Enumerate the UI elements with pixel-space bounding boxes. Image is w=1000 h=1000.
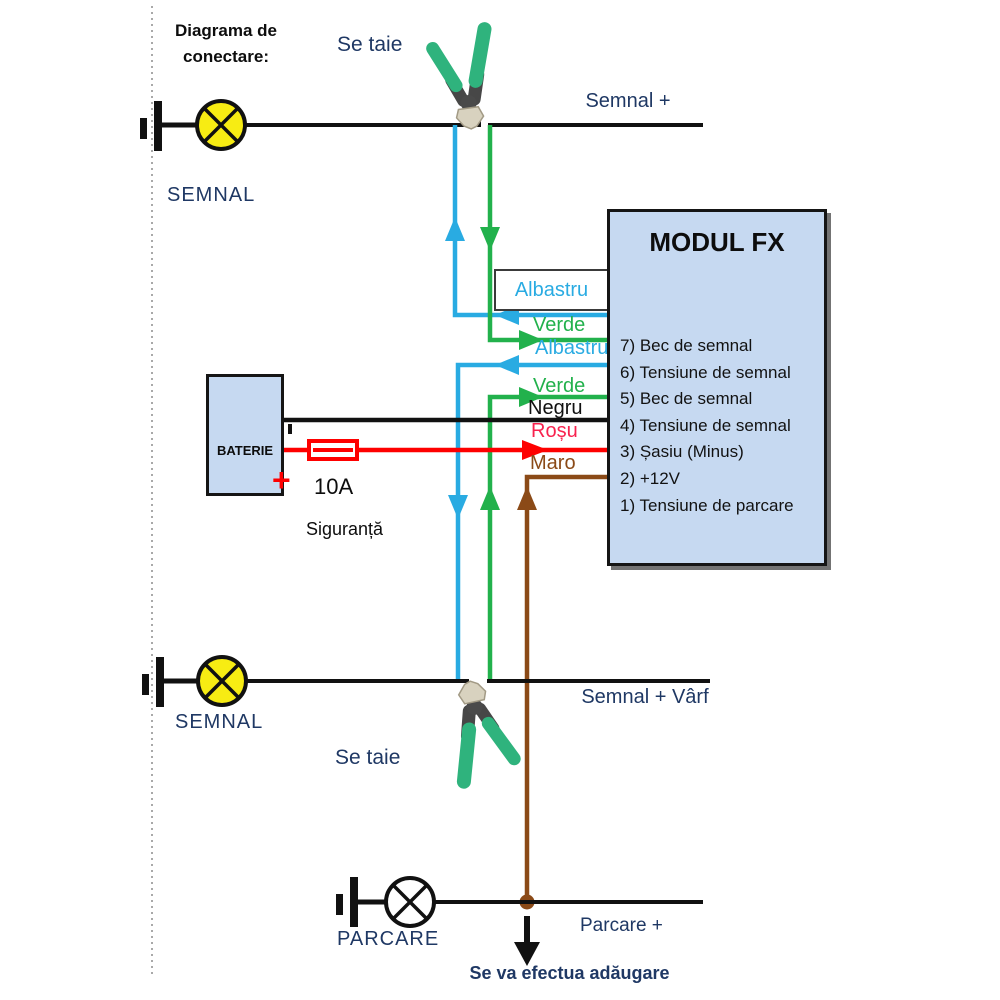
pin-5: 5) Bec de semnal	[620, 389, 753, 409]
signal-lamp-top-label: SEMNAL	[167, 184, 256, 206]
pin-4: 4) Tensiune de semnal	[620, 415, 791, 435]
brown-arrow-up-icon	[517, 486, 537, 510]
battery-label: BATERIE	[216, 443, 274, 458]
blue-arrow-up-icon	[445, 217, 465, 241]
ground-icon-parcare	[336, 877, 358, 927]
signal-lamp-bottom-icon	[196, 655, 248, 707]
fuse-icon	[307, 439, 359, 461]
fuse-rating-label: 10A	[314, 474, 354, 499]
add-here-arrow-icon	[514, 916, 540, 966]
battery-minus-mark	[288, 424, 292, 434]
pin-1: 1) Tensiune de parcare	[620, 495, 794, 515]
battery-plus-sign: +	[272, 462, 291, 498]
blue-arrow-left-icon-pin5	[495, 355, 519, 375]
blue-wire-pin7	[452, 125, 607, 318]
signal-lamp-top-icon	[195, 99, 247, 151]
brown-wire-pin1	[524, 474, 607, 900]
diagram-title: Diagrama de conectare:	[156, 18, 296, 69]
ground-icon-bottom	[142, 657, 164, 707]
battery-box: BATERIE	[206, 374, 284, 496]
modul-fx-box: MODUL FX 7) Bec de semnal 6) Tensiune de…	[607, 209, 827, 566]
modul-fx-title: MODUL FX	[649, 227, 785, 257]
pin-6: 6) Tensiune de semnal	[620, 362, 791, 382]
green-arrow-up-icon	[480, 486, 500, 510]
green-arrow-right-icon-pin4	[519, 387, 543, 407]
green-arrow-right-icon-pin6	[519, 330, 543, 350]
wire-label-verde-2: Verde	[533, 375, 586, 397]
pliers-icon-top	[431, 29, 498, 133]
fuse-name-label: Siguranță	[306, 519, 384, 539]
parcare-plus-label: Parcare +	[580, 915, 663, 936]
addition-note-label: Se va efectua adăugare	[469, 963, 670, 983]
pin-2: 2) +12V	[620, 468, 681, 488]
blue-arrow-down-icon	[448, 495, 468, 519]
cut-label-top: Se taie	[337, 33, 403, 56]
green-wire-pin6	[487, 125, 607, 343]
wire-label-albastru-boxed: Albastru	[494, 269, 609, 311]
cut-label-bottom: Se taie	[335, 746, 401, 769]
albastru-boxed-text: Albastru	[514, 278, 589, 301]
wire-label-verde-1: Verde	[533, 314, 586, 336]
pin-7: 7) Bec de semnal	[620, 336, 753, 355]
wire-label-rosu: Roșu	[531, 420, 578, 442]
modul-fx-pin-list: 7) Bec de semnal 6) Tensiune de semnal 5…	[620, 333, 794, 519]
parking-lamp-icon	[384, 876, 436, 928]
wire-label-negru: Negru	[528, 397, 583, 419]
diagram-title-line2: conectare:	[183, 46, 269, 66]
semnal-plus-varf-label: Semnal + Vârf	[581, 686, 709, 708]
blue-wire-pin5	[455, 362, 607, 681]
green-arrow-down-icon	[480, 227, 500, 251]
wire-label-albastru-2: Albastru	[535, 337, 609, 359]
signal-lamp-bottom-label: SEMNAL	[175, 711, 264, 733]
green-wire-pin4	[487, 394, 607, 681]
red-arrow-right-icon	[522, 440, 548, 460]
pin-3: 3) Șasiu (Minus)	[620, 442, 744, 462]
semnal-plus-label: Semnal +	[585, 90, 671, 112]
pliers-icon-bottom	[444, 676, 517, 782]
parking-lamp-label: PARCARE	[337, 928, 440, 950]
diagram-title-line1: Diagrama de	[174, 21, 278, 40]
wire-label-maro: Maro	[530, 452, 576, 474]
